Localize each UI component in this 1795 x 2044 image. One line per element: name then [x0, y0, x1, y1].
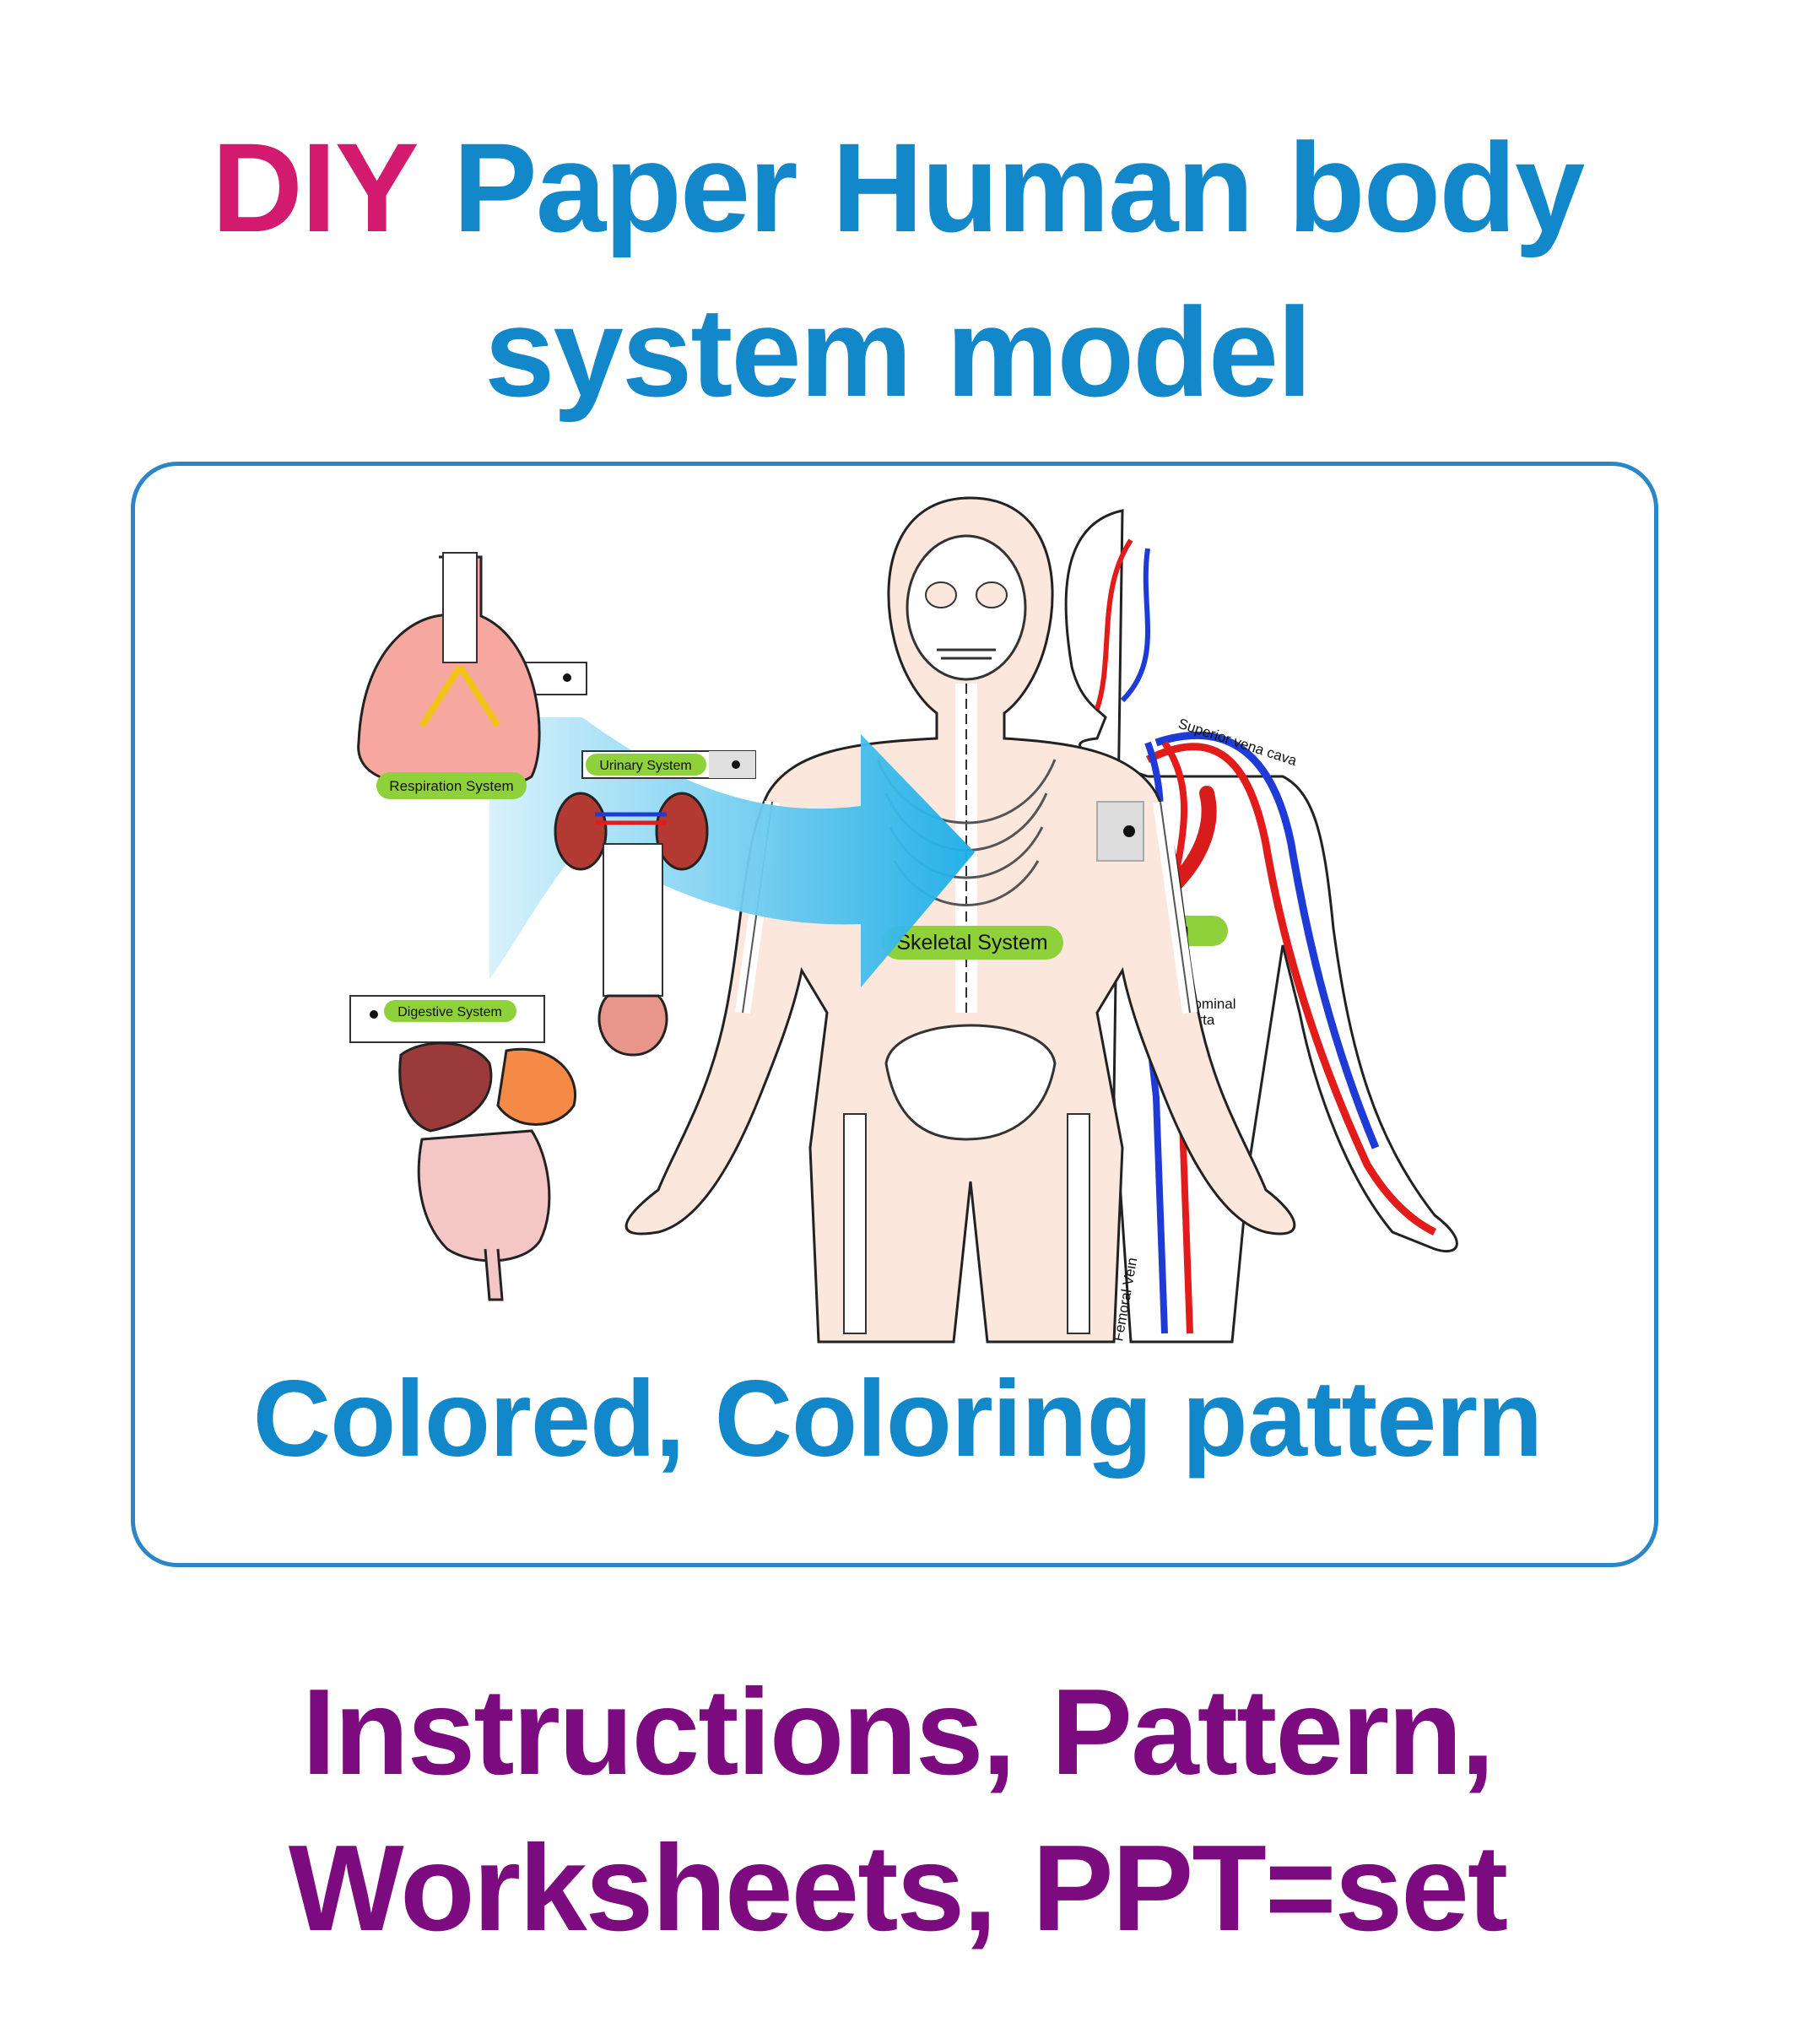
respiration-system-piece: Respiration System — [357, 552, 587, 799]
bottom-word-pattern: Pattern, — [1051, 1663, 1495, 1800]
bottom-word-worksheets: Worksheets, — [288, 1820, 998, 1956]
skeletal-label: Skeletal System — [896, 931, 1047, 954]
title-word-paper: Paper — [452, 116, 798, 258]
respiration-label-pill — [376, 772, 527, 799]
bottom-word-instructions: Instructions, — [301, 1663, 1016, 1800]
superior-vena-cava-label: Superior vena cava — [1176, 716, 1300, 770]
bottom-caption: Instructions, Pattern, Worksheets,PPT=set — [0, 1654, 1795, 1966]
skeletal-label-pill — [882, 926, 1063, 960]
bottom-word-ppt-set: PPT=set — [1031, 1820, 1508, 1956]
arrow-graphic — [489, 717, 975, 987]
respiration-label: Respiration System — [389, 778, 513, 794]
urinary-system-piece: Urinary System — [554, 750, 756, 1057]
title-word-body: body — [1288, 116, 1585, 258]
subtitle-word-1: Colored, — [252, 1359, 685, 1479]
title-word-human: Human — [831, 116, 1254, 258]
bottom-line-1: Instructions, Pattern, — [0, 1654, 1795, 1810]
digestive-system-piece: Digestive System — [349, 995, 576, 1301]
subtitle-word-2: Coloring — [714, 1359, 1153, 1479]
skull — [906, 534, 1027, 681]
tab-grey — [1096, 801, 1144, 862]
digestive-label: Digestive System — [397, 1005, 502, 1019]
pelvis — [884, 1024, 1057, 1141]
subtitle-word-3: pattern — [1181, 1359, 1544, 1479]
title-word-system: system — [484, 281, 912, 423]
bottom-line-2: Worksheets,PPT=set — [0, 1810, 1795, 1966]
urinary-label: Urinary System — [599, 759, 691, 773]
title-diy: DIY — [211, 116, 419, 258]
title-word-model: model — [946, 281, 1312, 423]
